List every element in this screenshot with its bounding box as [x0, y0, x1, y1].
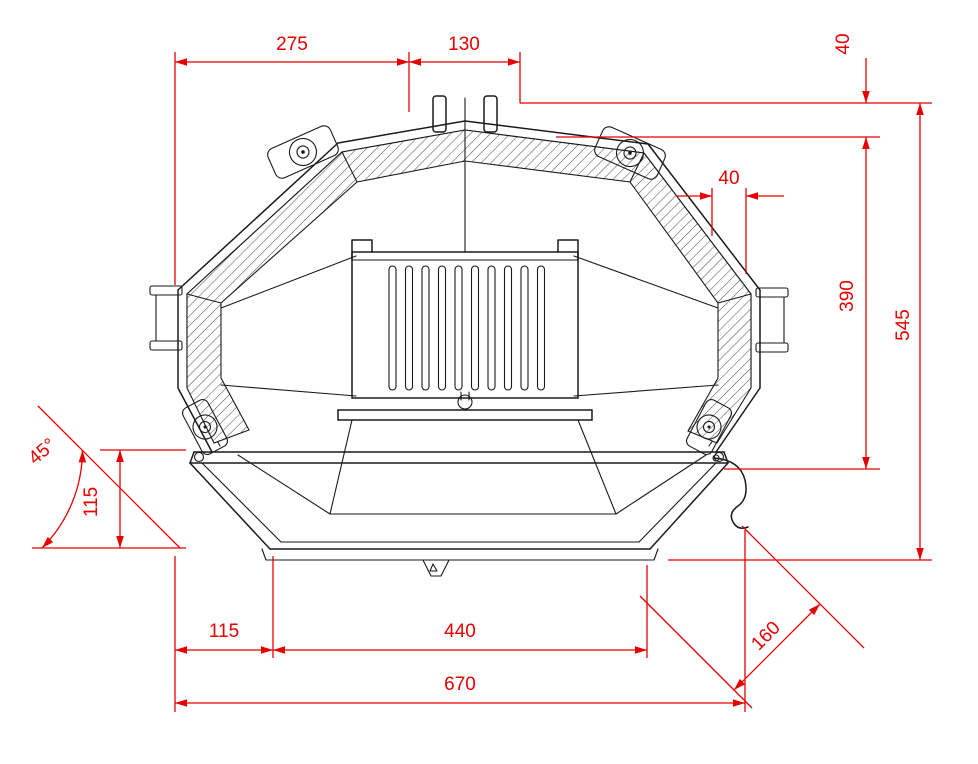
dim-label-440: 440 [444, 621, 476, 642]
housing-outline [177, 120, 761, 453]
insulation-hatching [186, 129, 752, 444]
dim-label-40-wall: 40 [718, 168, 739, 189]
latch-hook [712, 454, 749, 529]
dimension-lines [32, 52, 932, 712]
bottom-latch-tab [422, 559, 450, 577]
bolt-upper-left [267, 125, 339, 179]
reflector-panels [220, 255, 719, 515]
dim-label-115-left: 115 [81, 487, 102, 517]
dim-label-160: 160 [747, 617, 784, 654]
bolt-upper-right [594, 126, 666, 180]
dim-label-545: 545 [893, 309, 914, 341]
bolt-lower-left [181, 399, 229, 455]
dim-label-390: 390 [837, 280, 858, 312]
dim-label-40-top: 40 [833, 33, 854, 54]
bottom-door [189, 451, 729, 577]
right-side-bracket [755, 287, 789, 353]
left-side-bracket [149, 285, 183, 351]
dim-label-45deg: 45° [25, 435, 61, 470]
dim-label-115-bottom: 115 [209, 621, 239, 642]
top-bracket [432, 95, 498, 133]
grate-slats [388, 265, 546, 391]
dim-label-275: 275 [276, 34, 308, 55]
bolt-lower-right [685, 399, 733, 455]
center-grate [337, 97, 593, 421]
dim-label-670: 670 [444, 674, 476, 695]
dim-label-130: 130 [448, 34, 480, 55]
